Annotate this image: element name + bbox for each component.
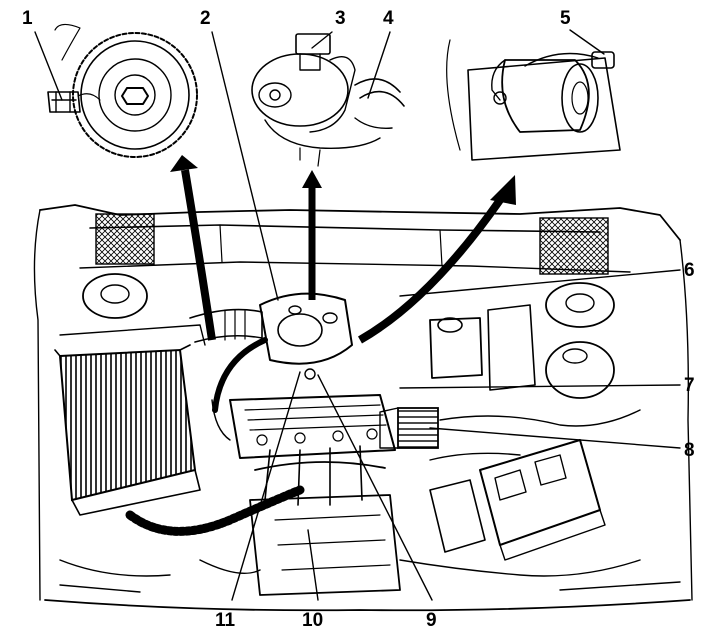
callout-7: 7 [684,375,695,396]
starter-wire [524,52,599,67]
callout-9: 9 [426,610,437,631]
arrow-to-inset-5 [358,197,504,344]
inset-injection-unit [251,33,405,167]
leader-9 [317,374,433,601]
pointer-arrows [170,155,516,344]
intake-manifold [264,445,363,506]
inset-starter-motor [446,39,621,161]
leader-11 [231,371,301,601]
cylinder-head [229,394,396,459]
leader-5 [569,29,605,55]
air-intake-duct [189,308,263,343]
pump-hub-nut [121,87,149,105]
callout-2: 2 [200,8,211,29]
leader-7 [399,384,681,389]
engine-bay [33,204,693,612]
inset-vacuum-pump [47,23,198,158]
leader-10 [307,529,319,601]
callout-labels: 1 2 3 4 5 6 7 8 9 10 11 [22,8,695,631]
arrow-to-inset-1 [181,169,216,341]
strut-top-left [82,273,148,319]
leader-6 [399,269,681,297]
leader-1 [34,31,63,101]
coolant-tank [545,341,615,399]
callout-4: 4 [383,8,394,29]
callout-1: 1 [22,8,33,29]
brake-reservoir [429,317,483,379]
cowl-vent-left [95,213,155,265]
front-crossmember [44,599,691,612]
cowl-vent-right [539,217,609,275]
callout-11: 11 [215,610,236,631]
engine-block [249,494,401,596]
callout-5: 5 [560,8,571,29]
starter-body [501,59,590,133]
radiator [58,348,197,502]
callout-3: 3 [335,8,346,29]
intake-hose [354,78,405,107]
air-housing [259,292,353,365]
strut-top-right [545,282,615,328]
callout-8: 8 [684,440,695,461]
corrugated-hose [125,485,305,536]
callout-6: 6 [684,260,695,281]
leader-8 [429,427,681,449]
leader-4 [367,31,391,99]
pump-gear [72,32,198,158]
callout-10: 10 [302,610,323,631]
leader-3 [311,31,333,49]
leader-lines [34,29,681,601]
leader-2 [211,31,279,301]
injector-connector [295,33,331,55]
starter-terminal [591,51,615,69]
